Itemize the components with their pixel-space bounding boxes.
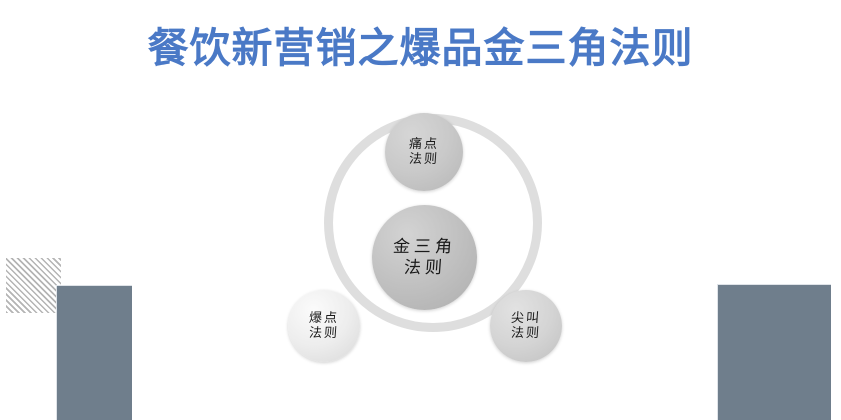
node-top-line1: 痛点 bbox=[408, 136, 440, 152]
node-center-line2: 法则 bbox=[402, 257, 447, 278]
diagram-node-scream[interactable]: 尖叫 法则 bbox=[490, 290, 562, 362]
page-title: 餐饮新营销之爆品金三角法则 bbox=[147, 24, 694, 72]
diagram-node-pain-point[interactable]: 痛点 法则 bbox=[385, 113, 463, 191]
diagram-node-explosion-point[interactable]: 爆点 法则 bbox=[288, 290, 360, 362]
node-top-line2: 法则 bbox=[408, 152, 440, 167]
hatched-square-decoration bbox=[6, 258, 61, 313]
node-bottom-right-line2: 法则 bbox=[510, 326, 542, 341]
diagram-node-center[interactable]: 金三角 法则 bbox=[372, 205, 477, 310]
left-block-decoration bbox=[56, 285, 132, 420]
node-bottom-left-line1: 爆点 bbox=[308, 310, 340, 326]
node-center-line1: 金三角 bbox=[392, 237, 457, 258]
node-bottom-left-line2: 法则 bbox=[308, 326, 340, 341]
golden-triangle-diagram: 金三角 法则 痛点 法则 尖叫 法则 爆点 法则 bbox=[284, 110, 565, 368]
right-block-decoration bbox=[717, 284, 831, 420]
node-bottom-right-line1: 尖叫 bbox=[510, 310, 542, 326]
